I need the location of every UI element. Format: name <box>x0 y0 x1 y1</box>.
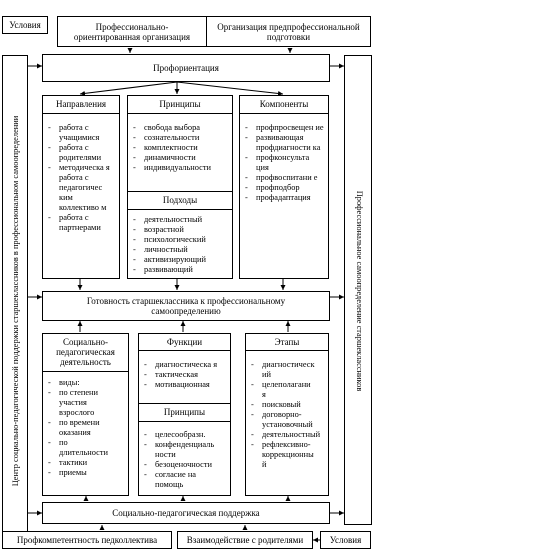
list-item: методическа я работа с педагогичес ким к… <box>43 163 113 213</box>
list-item: целеполагани я <box>246 380 316 400</box>
list-item: деятельностный <box>246 430 320 440</box>
list-item: комплектности <box>128 143 232 153</box>
list-item: профконсульта ция <box>240 153 324 173</box>
stages-box: Этапы диагностическ ийцелеполагани япоис… <box>245 333 329 496</box>
list-item: профвоспитани е <box>240 173 324 183</box>
functions-list: диагностическа ятактическаямотивационная <box>139 360 230 402</box>
org-prep-box: Организация предпрофессиональной подгото… <box>206 16 371 47</box>
right-vertical-label: Профессиональное самоопределение старшек… <box>355 190 364 392</box>
list-item: сознательности <box>128 133 232 143</box>
list-item: целесообразн. <box>139 430 226 440</box>
list-item: диагностическа я <box>139 360 226 370</box>
principles-title: Принципы <box>128 96 232 114</box>
directions-title: Направления <box>43 96 119 114</box>
list-item: диагностическ ий <box>246 360 316 380</box>
prof-competence-box: Профкомпетентность педколлектива <box>2 531 172 549</box>
list-item: активизирующий <box>128 255 232 265</box>
parents-box: Взаимодействие с родителями <box>177 531 313 549</box>
list-item: виды: <box>43 378 114 388</box>
list-item: мотивационная <box>139 380 226 390</box>
principles-list: свобода выборасознательностикомплектност… <box>128 123 232 189</box>
list-item: по времени оказания <box>43 418 114 438</box>
top-conditions-box: Условия <box>2 16 48 34</box>
bottom-conditions-box: Условия <box>320 531 371 549</box>
directions-box: Направления работа с учащимисяработа с р… <box>42 95 120 279</box>
list-item: профпросвещен ие <box>240 123 324 133</box>
prof-org-box: Профессионально- ориентированная организ… <box>57 16 207 47</box>
functions-title: Функции <box>139 334 230 351</box>
list-item: согласие на помощь <box>139 470 226 490</box>
social-activity-list: виды:по степени участия взрослогопо врем… <box>43 378 128 478</box>
components-box: Компоненты профпросвещен иеразвивающая п… <box>239 95 329 279</box>
left-vertical-label: Центр социально-педагогической поддержки… <box>11 115 20 487</box>
list-item: работа с партнерами <box>43 213 113 233</box>
list-item: приемы <box>43 468 114 478</box>
list-item: психологический <box>128 235 232 245</box>
right-selfdetermination-frame: Профессиональное самоопределение старшек… <box>344 55 372 525</box>
list-item: профподбор <box>240 183 324 193</box>
list-item: тактическая <box>139 370 226 380</box>
list-item: динамичности <box>128 153 232 163</box>
list-item: деятельностный <box>128 215 232 225</box>
list-item: тактики <box>43 458 114 468</box>
principles-box: Принципы свобода выборасознательностиком… <box>127 95 233 279</box>
principles2-title: Принципы <box>139 403 230 422</box>
list-item: работа с родителями <box>43 143 113 163</box>
directions-list: работа с учащимисяработа с родителямимет… <box>43 123 119 233</box>
list-item: развивающая профдиагности ка <box>240 133 324 153</box>
social-activity-title: Социально- педагогическая деятельность <box>43 334 128 372</box>
components-list: профпросвещен иеразвивающая профдиагност… <box>240 123 328 203</box>
approaches-title: Подходы <box>128 191 232 210</box>
list-item: безоценочности <box>139 460 226 470</box>
list-item: профадаптация <box>240 193 324 203</box>
left-center-frame: Центр социально-педагогической поддержки… <box>2 55 28 545</box>
support-box: Социально-педагогическая поддержка <box>42 502 330 524</box>
social-activity-box: Социально- педагогическая деятельность в… <box>42 333 129 496</box>
list-item: возрастной <box>128 225 232 235</box>
stages-list: диагностическ ийцелеполагани япоисковыйд… <box>246 360 328 470</box>
list-item: свобода выбора <box>128 123 232 133</box>
list-item: по степени участия взрослого <box>43 388 114 418</box>
stages-title: Этапы <box>246 334 328 351</box>
proforientation-box: Профориентация <box>42 54 330 82</box>
list-item: личностный <box>128 245 232 255</box>
list-item: индивидуальности <box>128 163 232 173</box>
list-item: по длительности <box>43 438 114 458</box>
list-item: работа с учащимися <box>43 123 113 143</box>
list-item: развивающий <box>128 265 232 275</box>
components-title: Компоненты <box>240 96 328 114</box>
list-item: конфенденциаль ности <box>139 440 226 460</box>
list-item: поисковый <box>246 400 316 410</box>
list-item: договорно-установочный <box>246 410 316 430</box>
readiness-box: Готовность старшеклассника к профессиона… <box>42 291 330 321</box>
list-item: рефлексивно-коррекционны й <box>246 440 316 470</box>
approaches-list: деятельностныйвозрастнойпсихологическийл… <box>128 215 232 275</box>
functions-box: Функции диагностическа ятактическаямотив… <box>138 333 231 496</box>
principles2-list: целесообразн.конфенденциаль ностибезоцен… <box>139 430 230 490</box>
